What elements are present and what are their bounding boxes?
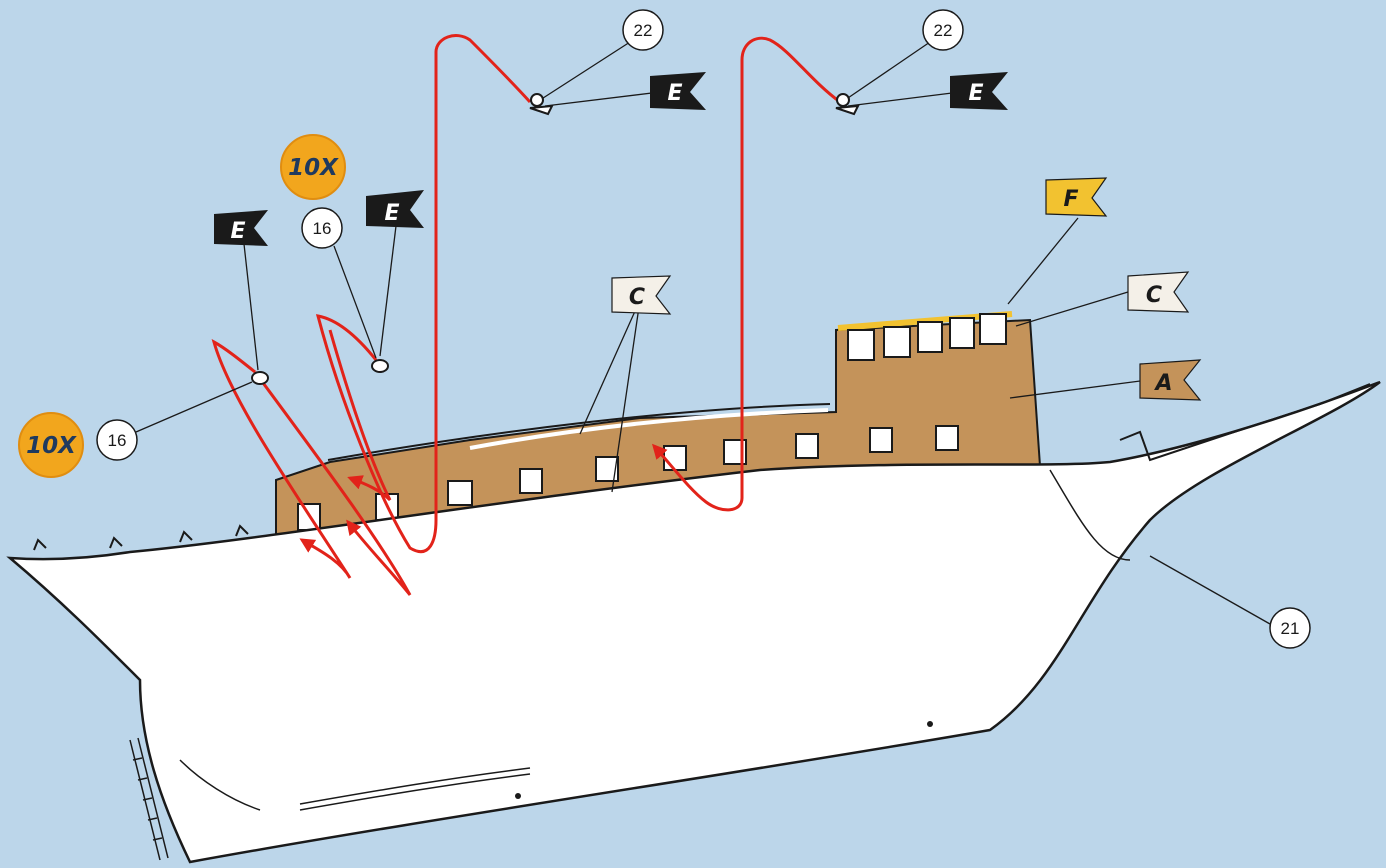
hull-details — [179, 469, 1131, 811]
quantity-badge-left: 10X — [18, 412, 84, 478]
eyelet-16-left — [251, 371, 269, 385]
flag-e-eyelet-left: E — [214, 210, 268, 246]
quantity-text: 10X — [288, 155, 339, 181]
flag-c-aft: C — [1127, 271, 1190, 313]
route-mid-eyelet — [315, 34, 532, 554]
flag-a: A — [1139, 359, 1202, 401]
part-number-22-right: 22 — [922, 9, 964, 51]
part-number-text: 16 — [108, 431, 127, 450]
part-number-text: 16 — [313, 219, 332, 238]
rigging-routes — [211, 34, 841, 596]
aft-windows — [847, 313, 1007, 361]
hull-rivet — [927, 721, 933, 727]
flag-label: E — [384, 201, 399, 226]
eyelet-16-mid — [371, 359, 389, 373]
hook-22-right — [835, 93, 860, 116]
leader-lines — [135, 41, 1271, 625]
flag-c-mid: C — [611, 275, 672, 315]
quantity-text: 10X — [26, 433, 77, 459]
deck-rail — [327, 403, 831, 461]
part-number-text: 21 — [1281, 619, 1300, 638]
ship — [6, 311, 1381, 864]
bow-rail — [1119, 383, 1371, 462]
part-number-16-mid: 16 — [301, 207, 343, 249]
deck-rail-cap — [469, 408, 829, 450]
part-number-16-left: 16 — [96, 419, 138, 461]
hull — [6, 380, 1381, 864]
flag-e-hook-left: E — [650, 72, 706, 110]
flag-label: E — [230, 219, 245, 244]
quantity-badge-mid: 10X — [280, 134, 346, 200]
flag-label: A — [1153, 371, 1172, 396]
flag-label: C — [629, 285, 645, 310]
route-right-hook — [651, 36, 841, 512]
hook-22-left — [529, 93, 554, 116]
flag-e-hook-right: E — [950, 72, 1008, 110]
part-number-text: 22 — [634, 21, 653, 40]
flag-label: E — [667, 81, 682, 106]
part-number-text: 22 — [934, 21, 953, 40]
stern-ladder — [129, 737, 169, 861]
flag-e-eyelet-mid: E — [366, 190, 424, 228]
flag-label: E — [968, 81, 983, 106]
flag-label: C — [1146, 283, 1162, 308]
route-mid-eyelet-2 — [328, 329, 392, 502]
route-left-eyelet-2 — [253, 371, 412, 596]
flag-label: F — [1063, 187, 1078, 212]
hull-rivet — [515, 793, 521, 799]
flag-f: F — [1045, 177, 1108, 217]
route-left-eyelet — [211, 338, 352, 579]
stern-pins — [33, 524, 249, 551]
part-number-22-left: 22 — [622, 9, 664, 51]
part-number-21: 21 — [1269, 607, 1311, 649]
